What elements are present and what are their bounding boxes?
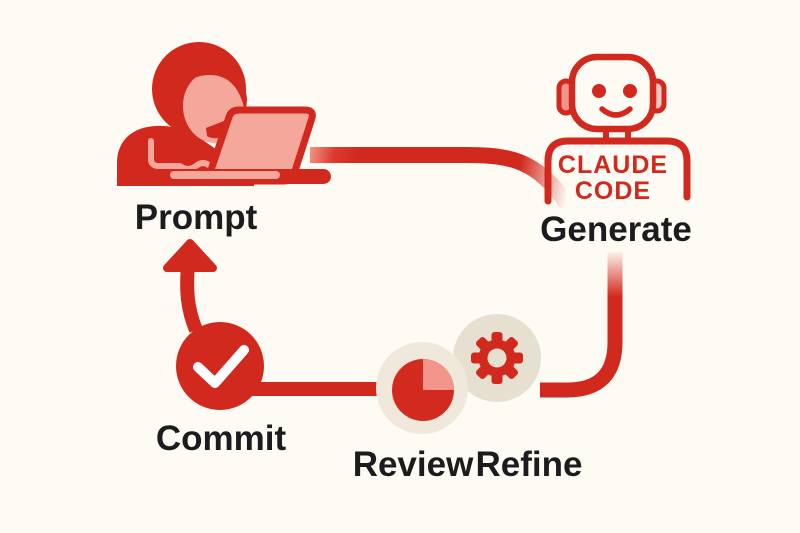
gear-hole <box>487 348 507 368</box>
robot-torso <box>544 137 691 205</box>
label-generate: Generate <box>540 210 692 249</box>
gear-icon <box>453 314 541 402</box>
arrow-head-icon <box>163 239 217 272</box>
claude-code-badge-line2: CODE <box>575 177 651 205</box>
checkmark-circle-icon <box>176 322 264 410</box>
flow-arrow-commit-prompt <box>163 239 217 333</box>
robot-eye-left <box>592 84 606 98</box>
label-prompt: Prompt <box>135 198 258 237</box>
person-hair-fringe <box>169 63 247 113</box>
commit-circle <box>176 322 264 410</box>
checkmark-glyph <box>193 345 249 388</box>
claude-code-badge-line1: CLAUDE <box>558 151 668 179</box>
pie-slice <box>423 359 454 390</box>
label-commit: Commit <box>156 419 287 458</box>
laptop-base-highlight <box>170 171 280 179</box>
robot-eye-right <box>623 84 637 98</box>
label-refine: Refine <box>476 445 583 484</box>
person-arm <box>148 138 213 172</box>
robot-head <box>568 53 657 133</box>
robot-icon: CLAUDE CODE <box>544 53 691 205</box>
pie-chart-icon <box>376 342 468 434</box>
person-at-laptop-icon <box>117 42 331 186</box>
flow-line-generate-refine <box>540 252 623 398</box>
label-review: Review <box>353 445 474 484</box>
flow-line-prompt-generate <box>310 147 574 209</box>
claude-code-badge: CLAUDE CODE <box>558 151 668 205</box>
robot-smile <box>599 106 633 118</box>
